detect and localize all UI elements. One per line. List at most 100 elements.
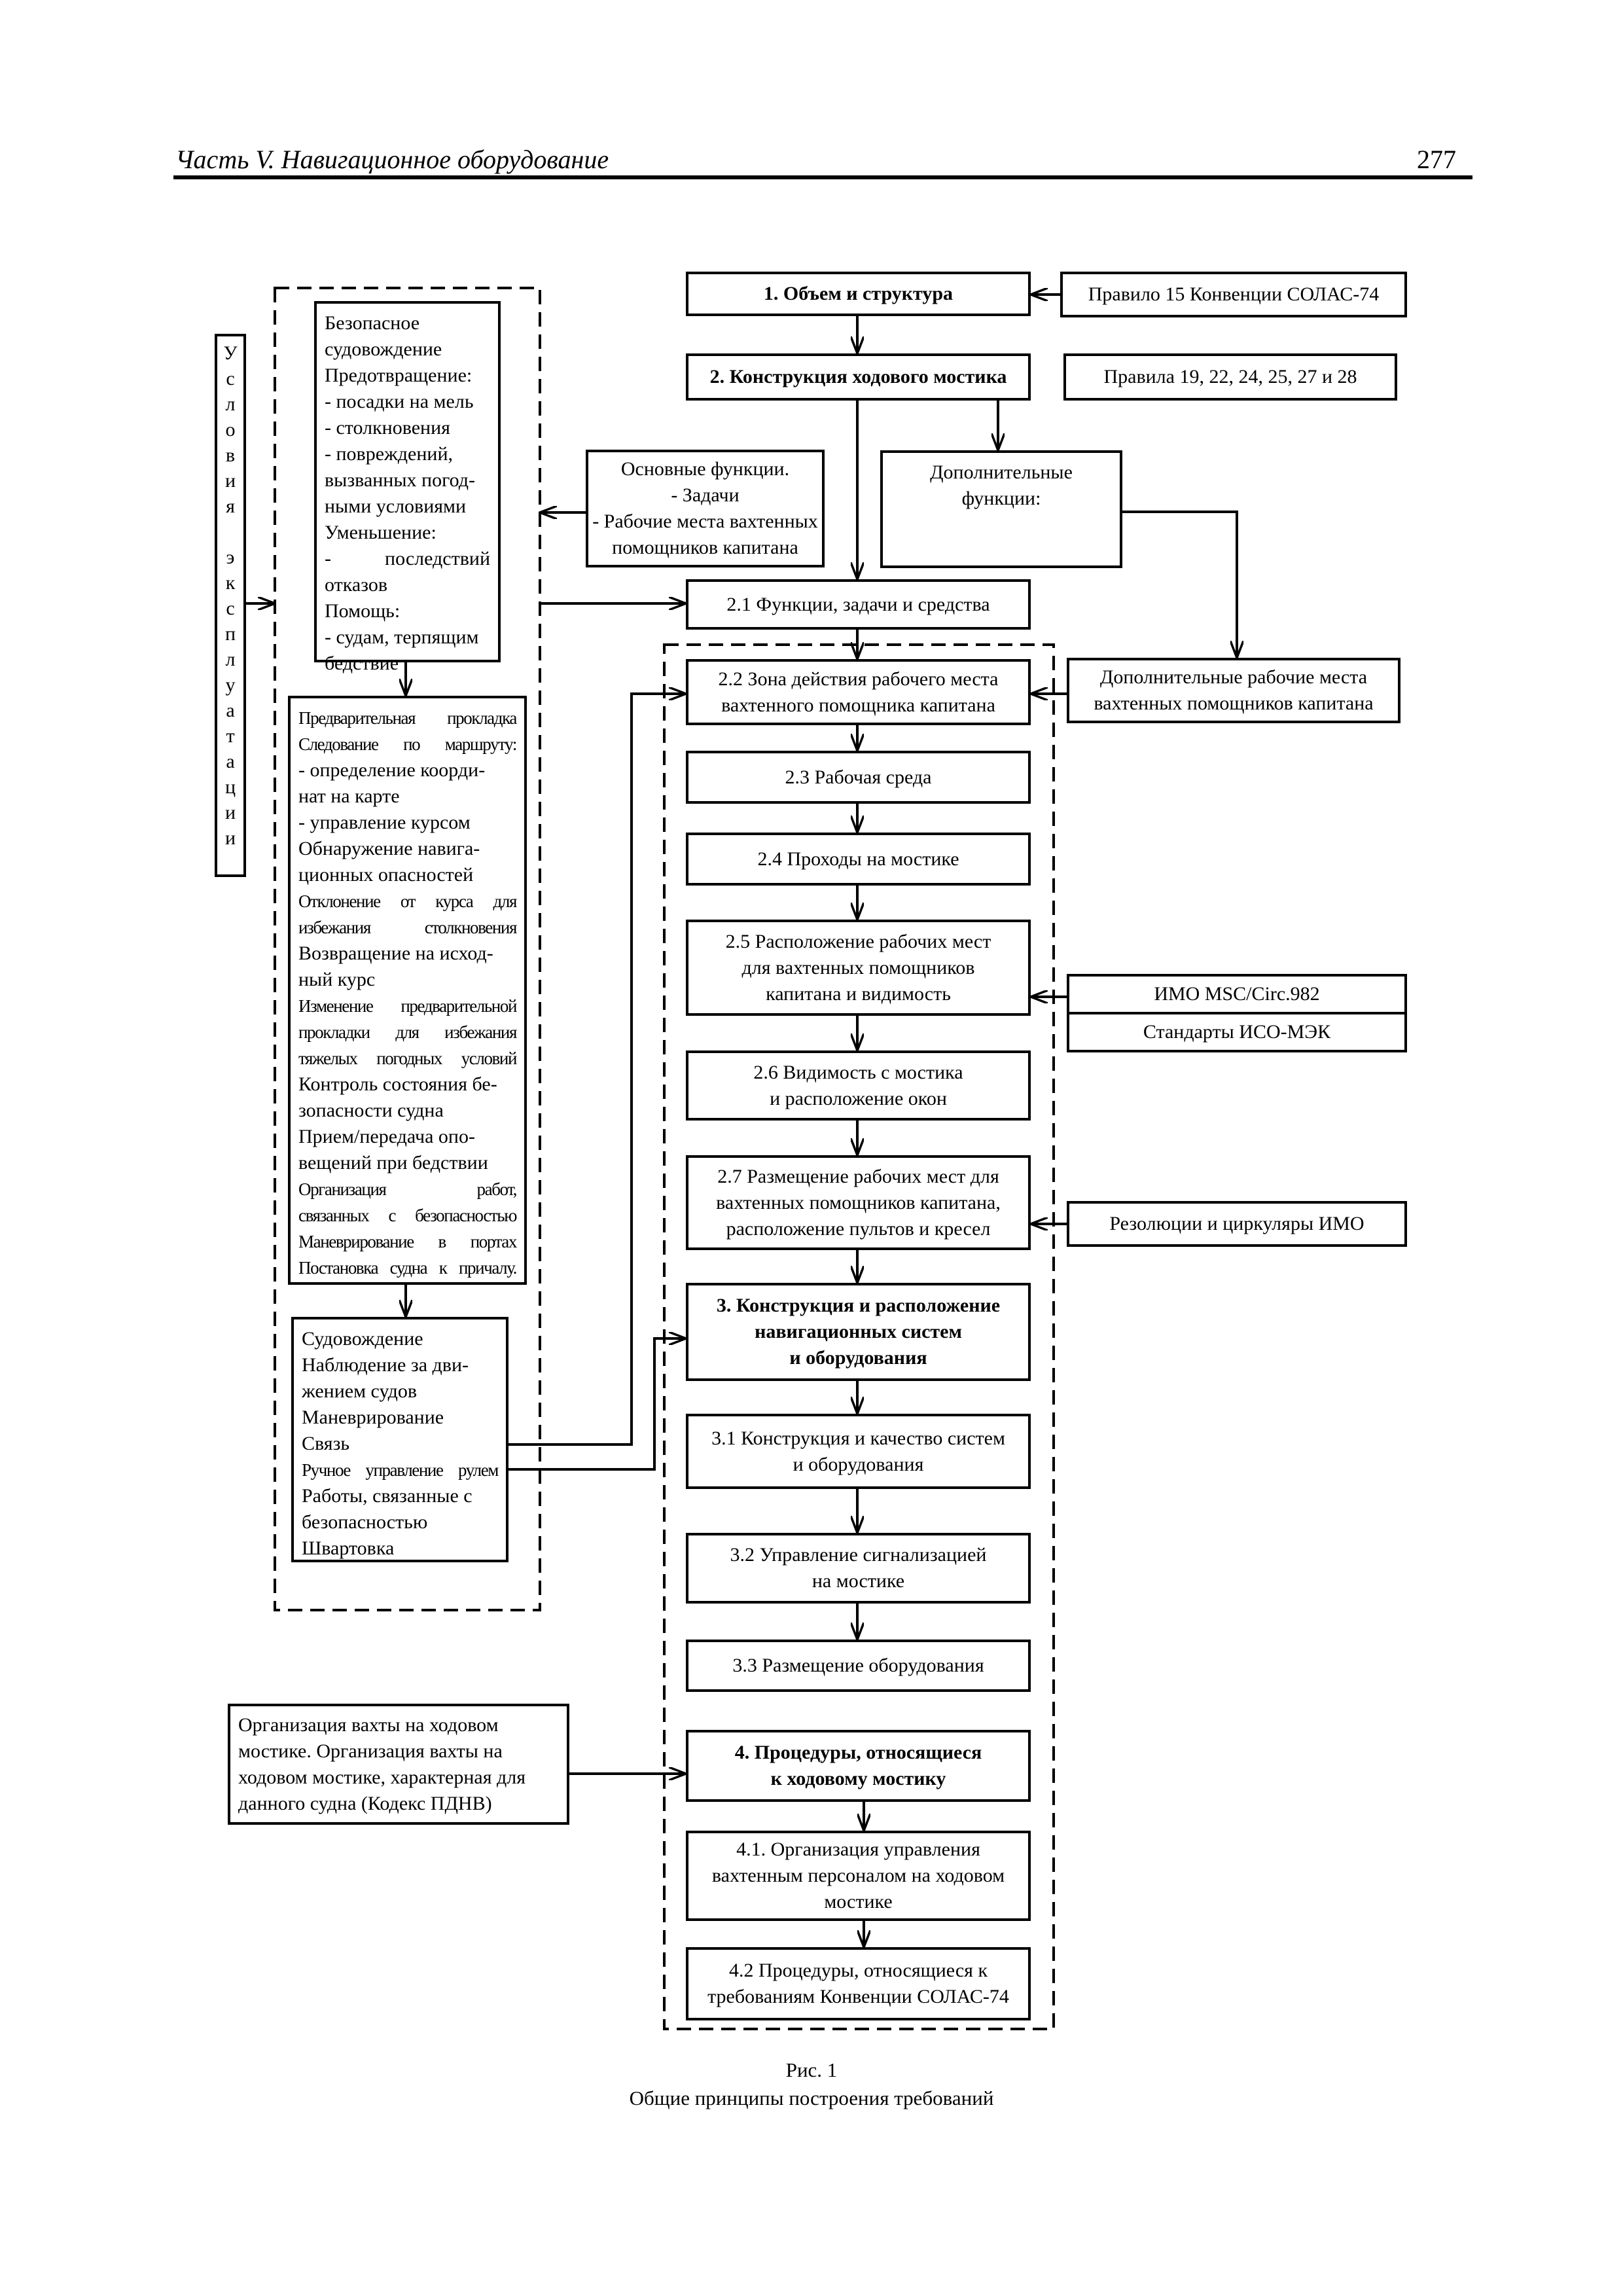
box-text-line: - последствий отказов (325, 548, 490, 596)
box-text-line: 4.2 Процедуры, относящиеся к (728, 1960, 988, 1981)
box-text-line: вахтенным персоналом на ходовом (711, 1865, 1005, 1886)
box-text-line: 3.3 Размещение оборудования (732, 1655, 984, 1676)
box-text-line: мостике. Организация вахты на (238, 1740, 503, 1762)
box-text-line: прокладки для избежания (298, 1022, 517, 1042)
right-dashed-group (663, 643, 1055, 2030)
box-text-line: Организация работ, (298, 1179, 517, 1199)
box-text-line: - Задачи (671, 484, 740, 506)
box-text-line: Работы, связанные с (302, 1485, 473, 1507)
box-text-line: Правила 19, 22, 24, 25, 27 и 28 (1103, 366, 1357, 387)
box-text-line: Отклонение от курса для (298, 891, 517, 911)
box-text-line: Швартовка (302, 1537, 395, 1559)
box-text-line: 4.1. Организация управления (736, 1839, 980, 1860)
vertical-letter: о (225, 419, 236, 440)
box-text-line: 2. Конструкция ходового мостика (709, 366, 1007, 387)
box-3-2-alarm-management: 3.2 Управление сигнализацией на мостике (686, 1533, 1031, 1604)
box-text-line: Изменение предварительной (298, 996, 517, 1016)
box-text-line: капитана и видимость (766, 982, 951, 1005)
box-2-bridge-design: 2. Конструкция ходового мостика (686, 353, 1031, 401)
box-text-line: - определение коорди- (298, 759, 486, 781)
box-text-line: - Рабочие места вахтенных (592, 511, 818, 532)
box-text-line: вахтенных помощников капитана, (716, 1191, 1001, 1213)
box-text-line: 3.1 Конструкция и качество систем (711, 1427, 1005, 1449)
box-text-line: безопасностью (302, 1511, 428, 1533)
ref-imo-resolutions: Резолюции и циркуляры ИМО (1067, 1201, 1407, 1247)
page-header-title: Часть V. Навигационное оборудование (175, 145, 609, 174)
vertical-letter: а (226, 751, 235, 772)
box-text-line: ИМО MSC/Circ.982 (1154, 983, 1320, 1005)
box-text-line: 2.4 Проходы на мостике (757, 848, 959, 870)
box-text-line: 2.3 Рабочая среда (785, 766, 932, 788)
box-text-line: 2.1 Функции, задачи и средства (726, 593, 990, 615)
box-text-line: - столкновения (325, 417, 450, 439)
box-text-line: мостике (824, 1891, 893, 1912)
box-text-line: 2.5 Расположение рабочих мест (725, 930, 991, 952)
box-text-line: и расположение окон (770, 1087, 947, 1109)
box-text-line: - управление курсом (298, 812, 471, 833)
box-text-line: Ручное управление рулем (302, 1460, 499, 1480)
box-text-line: Правило 15 Конвенции СОЛАС-74 (1088, 283, 1380, 305)
box-2-6-visibility-windows: 2.6 Видимость с мостика и расположение ок… (686, 1050, 1031, 1121)
box-text-line: и оборудования (793, 1453, 924, 1475)
box-text-line: Дополнительные рабочие места (1099, 666, 1368, 688)
box-text-line: вызванных погод- (325, 469, 476, 491)
box-text-line: ционных опасностей (298, 864, 474, 886)
box-text-line: навигационных систем (755, 1321, 962, 1342)
box-text-line: 3.2 Управление сигнализацией (730, 1544, 987, 1566)
vertical-letter: у (225, 674, 236, 696)
additional-functions-box: Дополнительные функции: (880, 450, 1122, 568)
box-text-line: требованиям Конвенции СОЛАС-74 (707, 1986, 1009, 2007)
box-text-line: - судам, терпящим (325, 626, 479, 648)
vertical-letter: т (226, 725, 235, 747)
box-text-line: ходовом мостике, характерная для (238, 1766, 526, 1788)
box-text-line: Следование по маршруту: (298, 734, 517, 754)
box-1-scope: 1. Объем и структура (686, 272, 1031, 316)
box-text-line: вахтенного помощника капитана (721, 694, 995, 716)
box-text-line: Контроль состояния бе- (298, 1073, 497, 1095)
box-text-line: тяжелых погодных условий (298, 1049, 517, 1068)
box-2-3-environment: 2.3 Рабочая среда (686, 751, 1031, 804)
figure-number: Рис. 1 (785, 2058, 838, 2081)
box-text-line: Связь (302, 1433, 350, 1454)
box-text-line: Основные функции. (620, 458, 790, 480)
box-text-line: и оборудования (789, 1347, 927, 1369)
box-2-2-workstation-zone: 2.2 Зона действия рабочего места вахтенно… (686, 659, 1031, 725)
vertical-letter: с (226, 598, 235, 619)
box-text-line: Дополнительные (930, 461, 1073, 483)
vertical-letter: а (226, 700, 235, 721)
vertical-letter: и (224, 470, 236, 492)
box-text-line: Предотвращение: (325, 365, 473, 386)
box-text-line: для вахтенных помощников (741, 956, 975, 978)
box-text-line: на мостике (812, 1570, 905, 1592)
box-text-line: Маневрирование в портах (298, 1232, 517, 1251)
box-text-line: Организация вахты на ходовом (238, 1713, 499, 1736)
box-text-line: Предварительная прокладка (298, 708, 517, 728)
box-text-line: 2.2 Зона действия рабочего места (718, 668, 999, 690)
box-3-3-equipment-layout: 3.3 Размещение оборудования (686, 1640, 1031, 1692)
box-2-4-passageways: 2.4 Проходы на мостике (686, 833, 1031, 886)
box-text-line: к ходовому мостику (770, 1768, 946, 1789)
box-text-line: 2.7 Размещение рабочих мест для (717, 1165, 999, 1187)
box-text-line: функции: (961, 488, 1041, 509)
box-text-line: расположение пультов и кресел (726, 1217, 991, 1240)
box-2-7-consoles-chairs: 2.7 Размещение рабочих мест для вахтенных… (686, 1155, 1031, 1250)
box-text-line: 2.6 Видимость с мостика (753, 1061, 963, 1083)
box-text-line: нат на карте (298, 785, 400, 807)
box-text-line: 1. Объем и структура (763, 283, 954, 304)
box-3-1-systems-quality: 3.1 Конструкция и качество систем и обору… (686, 1414, 1031, 1489)
box-text-line: вещений при бедствии (298, 1152, 488, 1174)
ref-solas-rule-15: Правило 15 Конвенции СОЛАС-74 (1060, 272, 1407, 317)
box-text-line: Помощь: (325, 600, 401, 622)
box-text-line: данного судна (Кодекс ПДНВ) (238, 1792, 492, 1814)
box-text-line: Уменьшение: (325, 522, 437, 543)
page-number: 277 (1417, 145, 1456, 174)
box-text-line: Наблюдение за дви- (302, 1354, 469, 1376)
box-text-line: - повреждений, (325, 443, 453, 465)
